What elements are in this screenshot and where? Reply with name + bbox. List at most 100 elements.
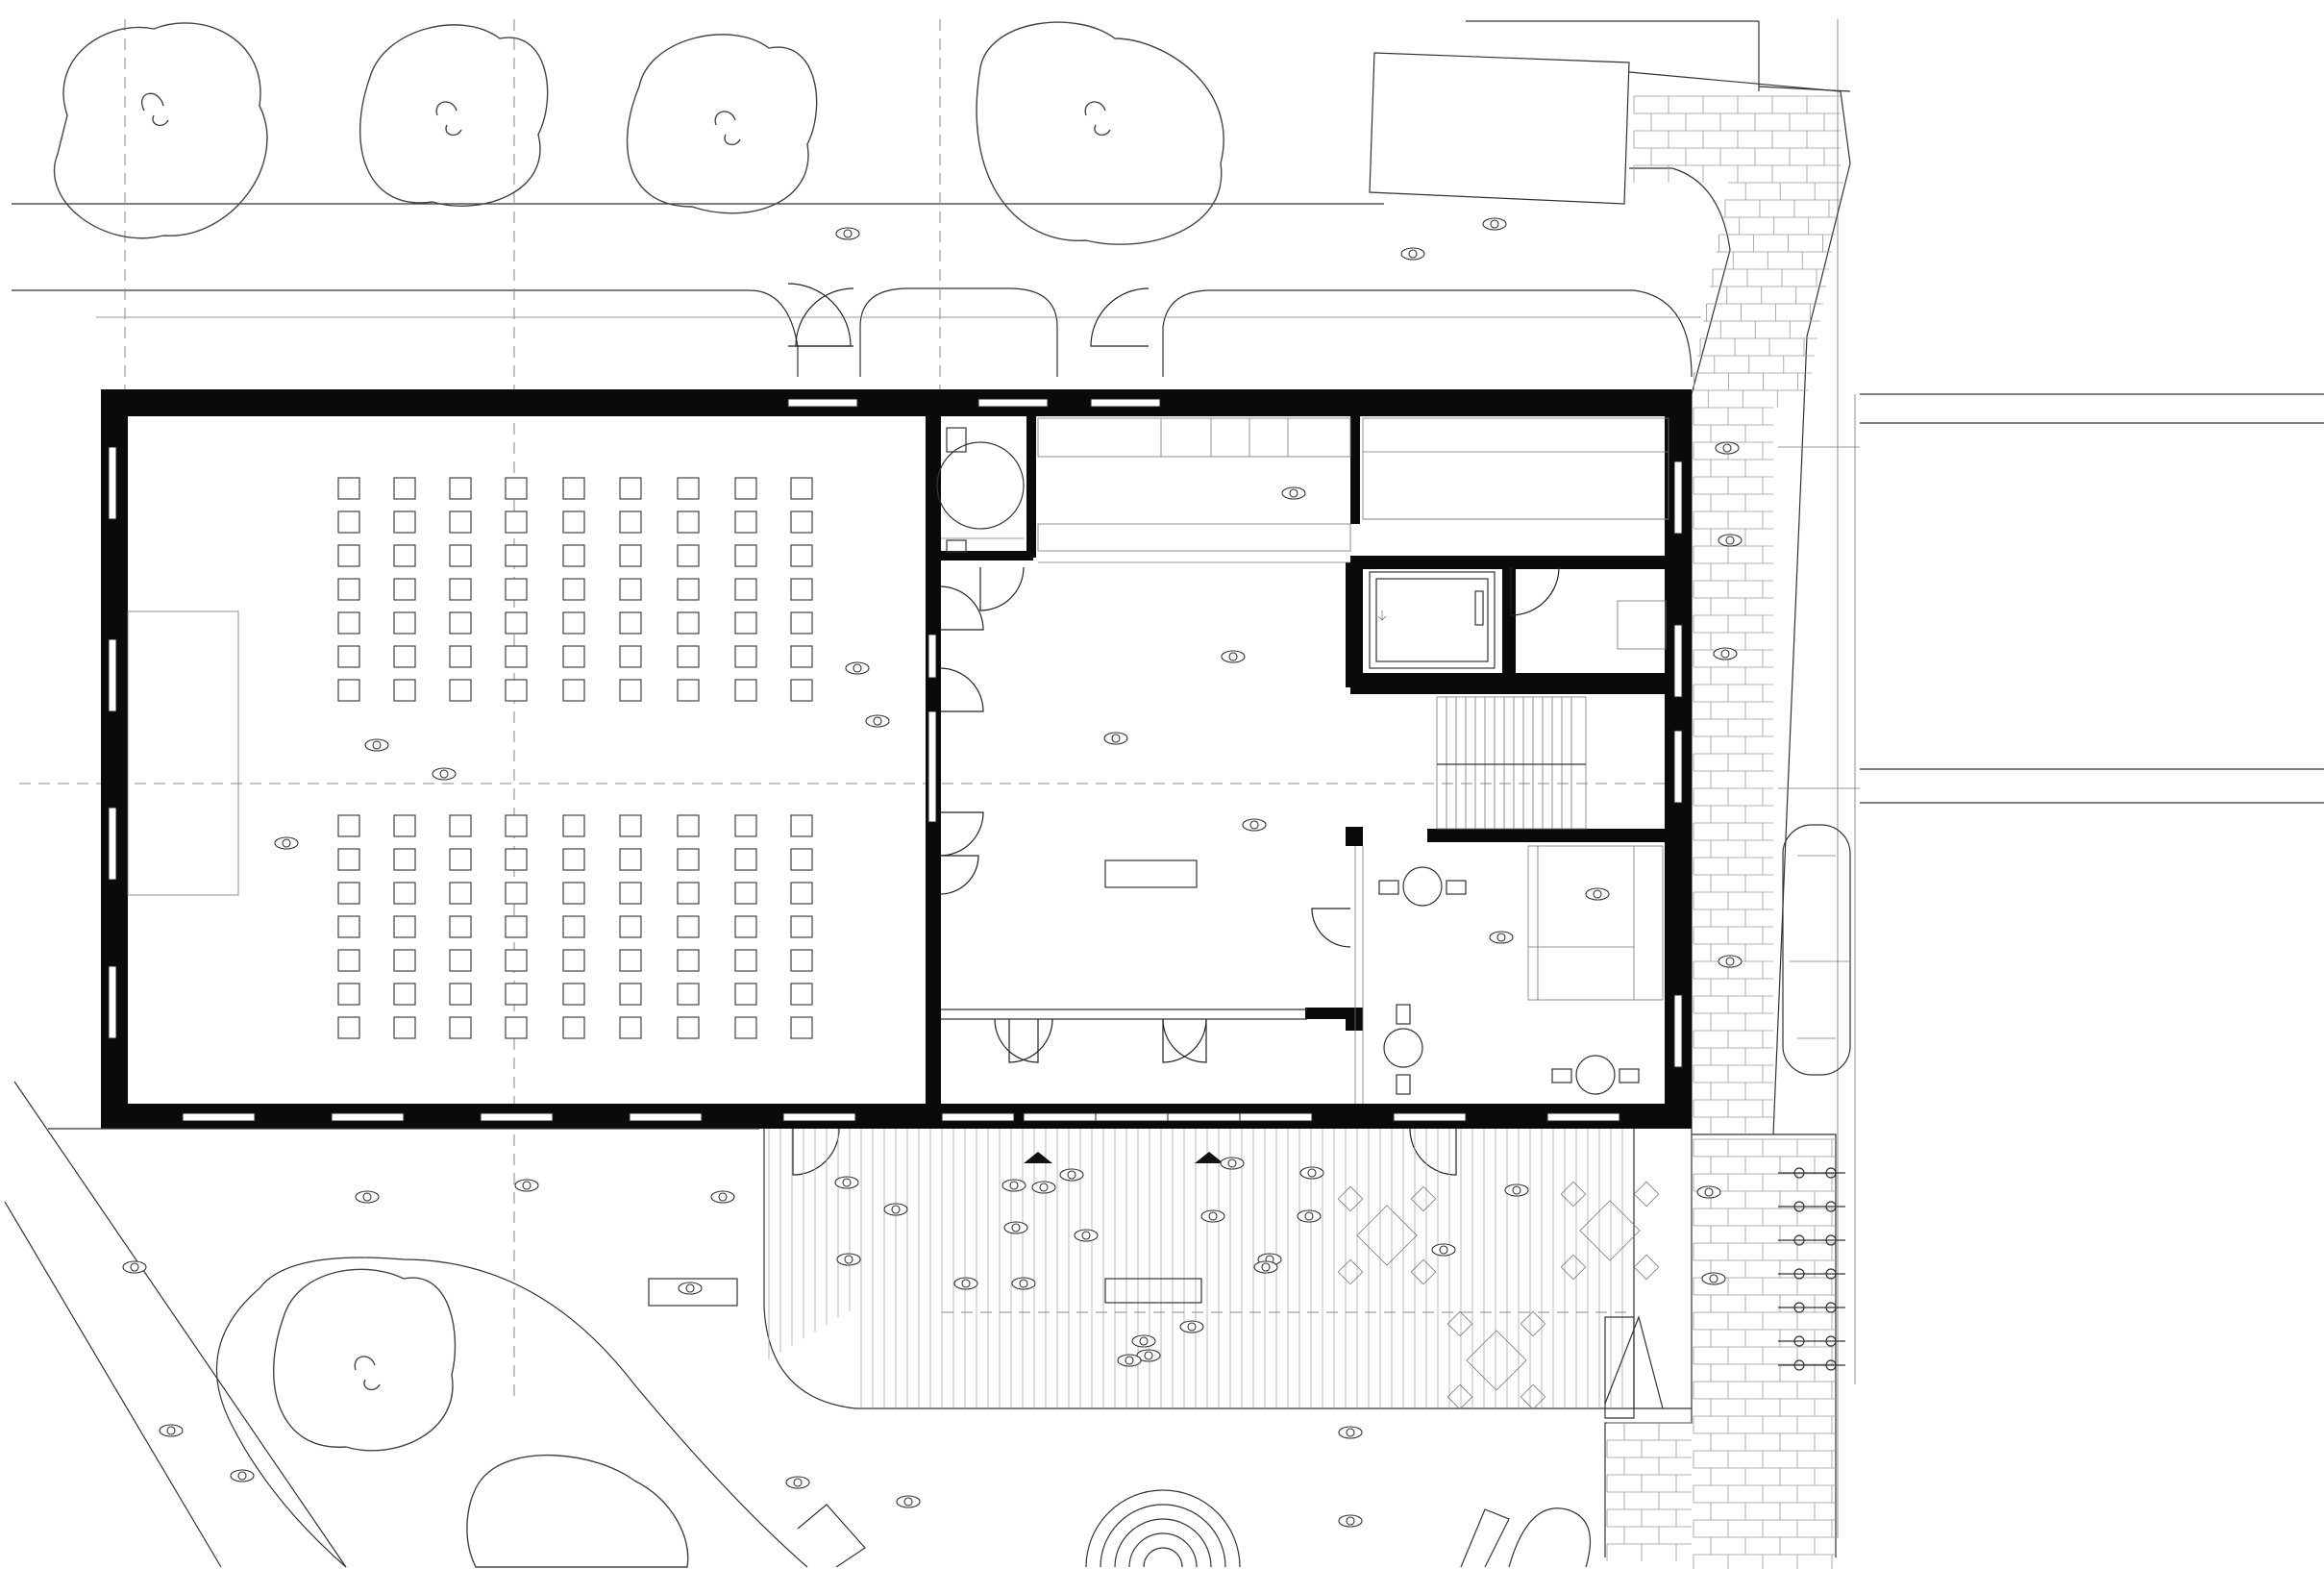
- person-head: [1187, 1322, 1197, 1332]
- person-head: [1208, 1211, 1218, 1221]
- person-head: [1725, 957, 1735, 966]
- seat: [393, 511, 416, 534]
- person-head: [362, 1192, 372, 1202]
- seat: [505, 611, 528, 635]
- window: [108, 807, 117, 881]
- window: [182, 1112, 256, 1122]
- seat: [619, 611, 642, 635]
- sink: [1617, 600, 1667, 650]
- seat: [393, 983, 416, 1006]
- chair: [1378, 880, 1399, 895]
- person-head: [1709, 1274, 1718, 1283]
- window: [331, 1112, 405, 1122]
- person-head: [903, 1497, 913, 1507]
- seat: [734, 477, 757, 500]
- window: [480, 1112, 554, 1122]
- seat: [734, 679, 757, 702]
- person-head: [1228, 652, 1238, 661]
- person-head: [1019, 1279, 1028, 1288]
- seat: [790, 679, 813, 702]
- seat: [449, 915, 472, 938]
- bike-wheel: [1793, 1302, 1805, 1313]
- seat: [449, 1016, 472, 1039]
- person-head: [237, 1471, 247, 1481]
- person-head: [1067, 1170, 1076, 1180]
- seat: [790, 611, 813, 635]
- terrace: [763, 1129, 1692, 1419]
- seat: [449, 611, 472, 635]
- amphi-step: [1114, 1518, 1212, 1568]
- door-swing: [994, 1018, 1039, 1063]
- seat: [619, 882, 642, 905]
- seat: [619, 645, 642, 668]
- door-swing: [1162, 1018, 1207, 1063]
- seat: [677, 848, 700, 871]
- person-head: [685, 1283, 695, 1293]
- seat: [790, 578, 813, 601]
- person-head: [1496, 933, 1506, 942]
- terrace-table: [1466, 1330, 1527, 1391]
- person-head: [1125, 1356, 1134, 1365]
- person-head: [1720, 649, 1730, 659]
- chair: [1396, 1004, 1411, 1025]
- seat: [449, 848, 472, 871]
- bike-wheel: [1825, 1268, 1837, 1280]
- people: [122, 217, 1743, 1528]
- window: [1239, 1112, 1313, 1122]
- window: [1393, 1112, 1467, 1122]
- person-head: [1346, 1428, 1355, 1437]
- audience-seating: [337, 477, 813, 1039]
- windows: [108, 398, 1683, 1122]
- seat: [337, 848, 360, 871]
- seat: [677, 611, 700, 635]
- seat: [677, 511, 700, 534]
- tree-icon: [626, 34, 818, 214]
- seat: [562, 578, 585, 601]
- seat: [790, 882, 813, 905]
- person-head: [1081, 1231, 1091, 1240]
- shed-north: [1369, 19, 1851, 1538]
- seat: [505, 477, 528, 500]
- seat: [734, 915, 757, 938]
- seat: [677, 882, 700, 905]
- seat: [562, 544, 585, 567]
- window: [787, 398, 858, 408]
- door-swing: [792, 1128, 840, 1176]
- seat: [562, 915, 585, 938]
- seat: [677, 645, 700, 668]
- seat: [619, 848, 642, 871]
- person-head: [793, 1478, 803, 1487]
- entrance-arrow: [1024, 1152, 1052, 1163]
- person-head: [1261, 1262, 1271, 1272]
- tree-icon: [272, 1268, 457, 1452]
- window: [782, 1112, 856, 1122]
- door-swing: [1409, 1128, 1457, 1176]
- terrace-table: [1356, 1205, 1418, 1266]
- seat: [790, 1016, 813, 1039]
- staircase: [1436, 696, 1587, 830]
- seat: [449, 578, 472, 601]
- terrace-table: [1579, 1200, 1641, 1261]
- seat: [505, 544, 528, 567]
- brick-path: [1604, 71, 1851, 1569]
- seat: [562, 814, 585, 837]
- seat: [337, 814, 360, 837]
- door-swing: [1311, 908, 1351, 948]
- seat: [449, 814, 472, 837]
- tree-icon: [466, 1455, 689, 1568]
- trees-north: [53, 21, 1224, 245]
- seat: [505, 645, 528, 668]
- seat: [677, 544, 700, 567]
- seat: [449, 511, 472, 534]
- person-head: [1722, 443, 1732, 453]
- seat: [734, 949, 757, 972]
- person-head: [282, 838, 291, 848]
- seat: [677, 915, 700, 938]
- seat: [734, 544, 757, 567]
- seat: [337, 645, 360, 668]
- seat: [337, 578, 360, 601]
- person-head: [1307, 1168, 1317, 1178]
- seat: [790, 915, 813, 938]
- chair: [1410, 1185, 1437, 1212]
